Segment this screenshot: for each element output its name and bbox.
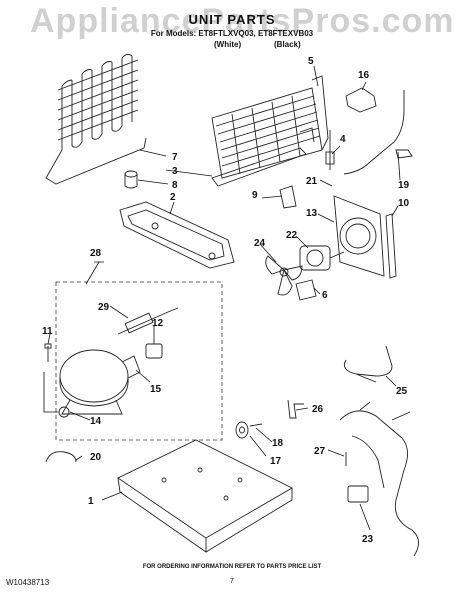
part-29-relay	[117, 307, 179, 335]
part-11-bolt	[44, 343, 52, 362]
part-8-cylinder	[124, 170, 138, 189]
callout-29: 29	[98, 302, 110, 313]
callout-15: 15	[150, 384, 162, 395]
ordering-info-footer: FOR ORDERING INFORMATION REFER TO PARTS …	[142, 564, 322, 570]
part-9-clip	[279, 185, 297, 209]
callout-5: 5	[308, 56, 314, 67]
callout-6: 6	[322, 290, 328, 301]
callout-16: 16	[358, 70, 370, 81]
part-12-overload	[145, 343, 163, 359]
callout-7: 7	[172, 152, 178, 163]
callout-22: 22	[286, 230, 298, 241]
callout-12: 12	[152, 318, 164, 329]
callout-1: 1	[88, 496, 94, 507]
leader-lines	[43, 65, 401, 531]
part-26-bracket	[287, 399, 304, 419]
callout-27: 27	[314, 446, 326, 457]
part-10-strip	[385, 213, 397, 279]
callout-17: 17	[270, 456, 282, 467]
callout-labels: 1 2 3 4 5 6 7 8 9 10 11 12 13 14 15 16 1…	[42, 56, 410, 545]
callout-3: 3	[172, 166, 178, 177]
callout-25: 25	[396, 386, 408, 397]
callout-19: 19	[398, 180, 410, 191]
callout-8: 8	[172, 180, 178, 191]
part-24-fan-blade	[265, 255, 303, 296]
part-18-screw	[249, 423, 263, 427]
callout-26: 26	[312, 404, 324, 415]
page-title: UNIT PARTS	[188, 12, 276, 27]
callout-18: 18	[272, 438, 284, 449]
callout-28: 28	[90, 248, 102, 259]
callout-2: 2	[170, 192, 176, 203]
callout-24: 24	[254, 238, 266, 249]
callout-13: 13	[306, 208, 318, 219]
part-13-fan-shroud	[333, 195, 385, 277]
compressor	[58, 349, 141, 418]
callout-11: 11	[42, 326, 53, 337]
watermark: AppliancePartsPros.com	[30, 2, 455, 40]
callout-23: 23	[362, 534, 374, 545]
part-6-mount	[295, 279, 317, 301]
part-20-wire-clip	[45, 451, 77, 463]
callout-9: 9	[252, 190, 258, 201]
callout-20: 20	[90, 452, 102, 463]
callout-21: 21	[306, 176, 318, 187]
finish-white-label: (White)	[214, 40, 242, 49]
part-5-evaporator	[211, 75, 329, 179]
part-16-pad	[345, 87, 377, 113]
part-23-wiring-harness	[339, 401, 419, 557]
page-number: 7	[230, 578, 234, 585]
part-25-drain-tube	[343, 345, 393, 383]
callout-4: 4	[340, 134, 346, 145]
finish-black-label: (Black)	[274, 40, 301, 49]
compressor-group-box	[55, 281, 223, 441]
part-4-thermistor	[325, 130, 335, 170]
callout-10: 10	[398, 198, 410, 209]
part-2-drain-pan	[119, 201, 235, 269]
part-7-bracket	[211, 127, 315, 187]
model-numbers: For Models: ET8FTLXVQ03, ET8FTEXVB03	[150, 29, 314, 38]
part-17-grommet	[235, 421, 249, 439]
condenser-coil	[45, 53, 147, 185]
callout-14: 14	[90, 416, 102, 427]
part-19-sensor-wire	[343, 90, 413, 175]
part-1-base-pan	[117, 439, 293, 553]
document-number: W10438713	[6, 578, 50, 587]
part-22-fan-motor	[299, 245, 345, 271]
